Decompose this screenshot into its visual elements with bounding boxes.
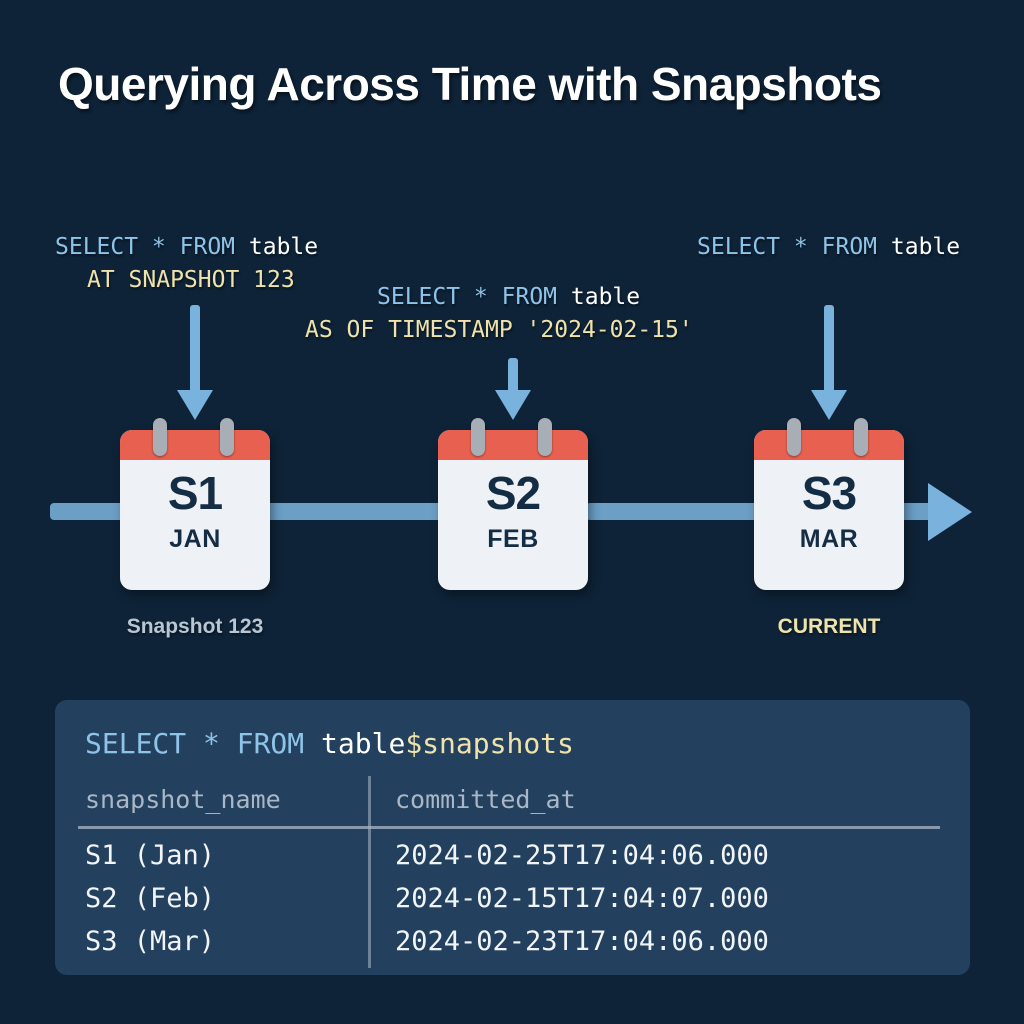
snapshot-month: MAR xyxy=(799,525,859,553)
calendar-ring-icon-left xyxy=(787,418,801,456)
snapshot-calendar-s1[interactable]: S1 JAN xyxy=(120,418,270,590)
snapshot-calendar-s2[interactable]: S2 FEB xyxy=(438,418,588,590)
calendar-ring-icon-left xyxy=(471,418,485,456)
sql-keyword: SELECT * FROM xyxy=(55,234,249,260)
calendar-ring-icon-left xyxy=(153,418,167,456)
calendar-ring-icon-right xyxy=(538,418,552,456)
calendar-header-bar xyxy=(120,430,270,460)
sql-keyword: SELECT * FROM xyxy=(377,284,571,310)
calendar-body: S3 MAR xyxy=(754,430,904,590)
table-row: 2024-02-15T17:04:07.000 xyxy=(395,883,769,914)
table-row: S2 (Feb) xyxy=(85,883,216,914)
snapshot-month: JAN xyxy=(169,525,221,553)
sql-keyword: SELECT * FROM xyxy=(697,234,891,260)
snapshots-result-panel: SELECT * FROM table$snapshots snapshot_n… xyxy=(55,700,970,975)
column-header-committed-at: committed_at xyxy=(395,785,576,814)
calendar-body: S2 FEB xyxy=(438,430,588,590)
sql-clause: AS OF TIMESTAMP '2024-02-15' xyxy=(305,317,693,344)
snapshot-caption-s1: Snapshot 123 xyxy=(126,615,264,638)
sql-table-name: table xyxy=(248,234,319,260)
snapshot-caption-s3: CURRENT xyxy=(777,615,881,638)
calendar-header-bar xyxy=(438,430,588,460)
annotation-query-current: SELECT * FROM table xyxy=(697,231,960,264)
calendar-ring-icon-right xyxy=(220,418,234,456)
snapshot-calendar-s3[interactable]: S3 MAR xyxy=(754,418,904,590)
sql-table-name: table xyxy=(321,727,406,760)
snapshot-label: S2 xyxy=(485,467,541,519)
table-row: 2024-02-23T17:04:06.000 xyxy=(395,926,769,957)
sql-metadata-suffix: $snapshots xyxy=(405,727,574,760)
snapshot-label: S3 xyxy=(801,467,857,519)
sql-table-name: table xyxy=(570,284,641,310)
calendar-ring-icon-right xyxy=(854,418,868,456)
panel-sql-query: SELECT * FROM table$snapshots xyxy=(85,727,574,760)
sql-keyword: SELECT * FROM xyxy=(85,727,322,760)
table-column-divider xyxy=(368,776,371,968)
table-header-rule xyxy=(78,826,940,829)
snapshot-label: S1 xyxy=(167,467,223,519)
timeline-arrow-icon xyxy=(928,483,972,541)
snapshot-month: FEB xyxy=(487,525,539,553)
table-row: 2024-02-25T17:04:06.000 xyxy=(395,840,769,871)
table-row: S1 (Jan) xyxy=(85,840,216,871)
calendar-body: S1 JAN xyxy=(120,430,270,590)
page-title: Querying Across Time with Snapshots xyxy=(58,58,882,110)
timeline-segment-start xyxy=(50,503,134,520)
column-header-snapshot-name: snapshot_name xyxy=(85,785,281,814)
sql-table-name: table xyxy=(890,234,961,260)
calendar-header-bar xyxy=(754,430,904,460)
timeline-segment-2 xyxy=(586,503,758,520)
annotation-query-snapshot: SELECT * FROM table AT SNAPSHOT 123 xyxy=(55,231,318,298)
timeline-segment-1 xyxy=(262,503,444,520)
sql-clause: AT SNAPSHOT 123 xyxy=(87,267,295,294)
table-row: S3 (Mar) xyxy=(85,926,216,957)
annotation-query-timestamp: SELECT * FROM table AS OF TIMESTAMP '202… xyxy=(305,281,693,348)
